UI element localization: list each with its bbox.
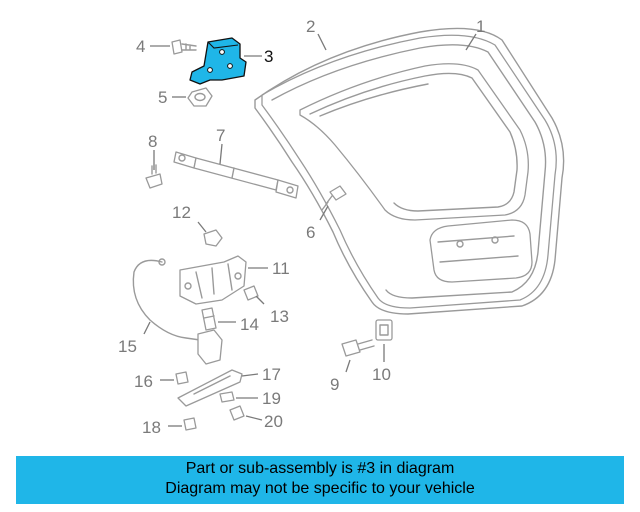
hinge-part-3 — [189, 37, 247, 85]
callout-8: 8 — [148, 132, 157, 151]
bumper-part-10 — [375, 319, 393, 341]
callout-5: 5 — [158, 88, 167, 107]
callout-17: 17 — [262, 365, 281, 384]
weatherstrip — [254, 27, 565, 315]
callout-4: 4 — [136, 37, 145, 56]
liftgate-panel — [261, 34, 557, 309]
callout-3: 3 — [264, 47, 273, 66]
gas-strut-part-7 — [173, 151, 299, 199]
clip-part-12 — [203, 229, 223, 247]
screw-part-13 — [243, 285, 259, 301]
clip-part-16 — [175, 371, 189, 385]
callout-16: 16 — [134, 372, 153, 391]
bolt-part-4 — [171, 39, 197, 55]
latch-part-11 — [179, 255, 247, 305]
leader-lines — [143, 33, 477, 427]
info-banner: Part or sub-assembly is #3 in diagram Di… — [16, 456, 624, 504]
switch-part-14 — [201, 307, 217, 331]
callout-19: 19 — [262, 389, 281, 408]
callout-12: 12 — [172, 203, 191, 222]
nut-part-19 — [219, 391, 235, 403]
clip-part-18 — [183, 417, 197, 431]
banner-line-2: Diagram may not be specific to your vehi… — [165, 480, 475, 497]
callout-7: 7 — [216, 126, 225, 145]
cable-part-15 — [132, 258, 223, 365]
stud-part-8 — [145, 164, 163, 189]
callout-11: 11 — [272, 259, 290, 278]
parts-diagram: 1 2 3 4 5 6 7 8 9 10 11 12 13 14 15 16 1… — [118, 17, 565, 437]
callout-1: 1 — [476, 17, 485, 36]
callout-15: 15 — [118, 337, 137, 356]
screw-part-20 — [229, 405, 245, 421]
callout-9: 9 — [330, 375, 339, 394]
banner-line-1: Part or sub-assembly is #3 in diagram — [185, 460, 455, 477]
callout-18: 18 — [142, 418, 161, 437]
callout-20: 20 — [264, 412, 283, 431]
nut-part-5 — [187, 87, 213, 107]
ball-stud-part-6 — [321, 185, 347, 211]
callout-2: 2 — [306, 17, 315, 36]
callout-6: 6 — [306, 223, 315, 242]
callout-10: 10 — [372, 365, 391, 384]
callout-14: 14 — [240, 315, 259, 334]
bolt-part-9 — [341, 339, 375, 357]
bracket-part-17 — [177, 369, 243, 407]
callout-13: 13 — [270, 307, 289, 326]
